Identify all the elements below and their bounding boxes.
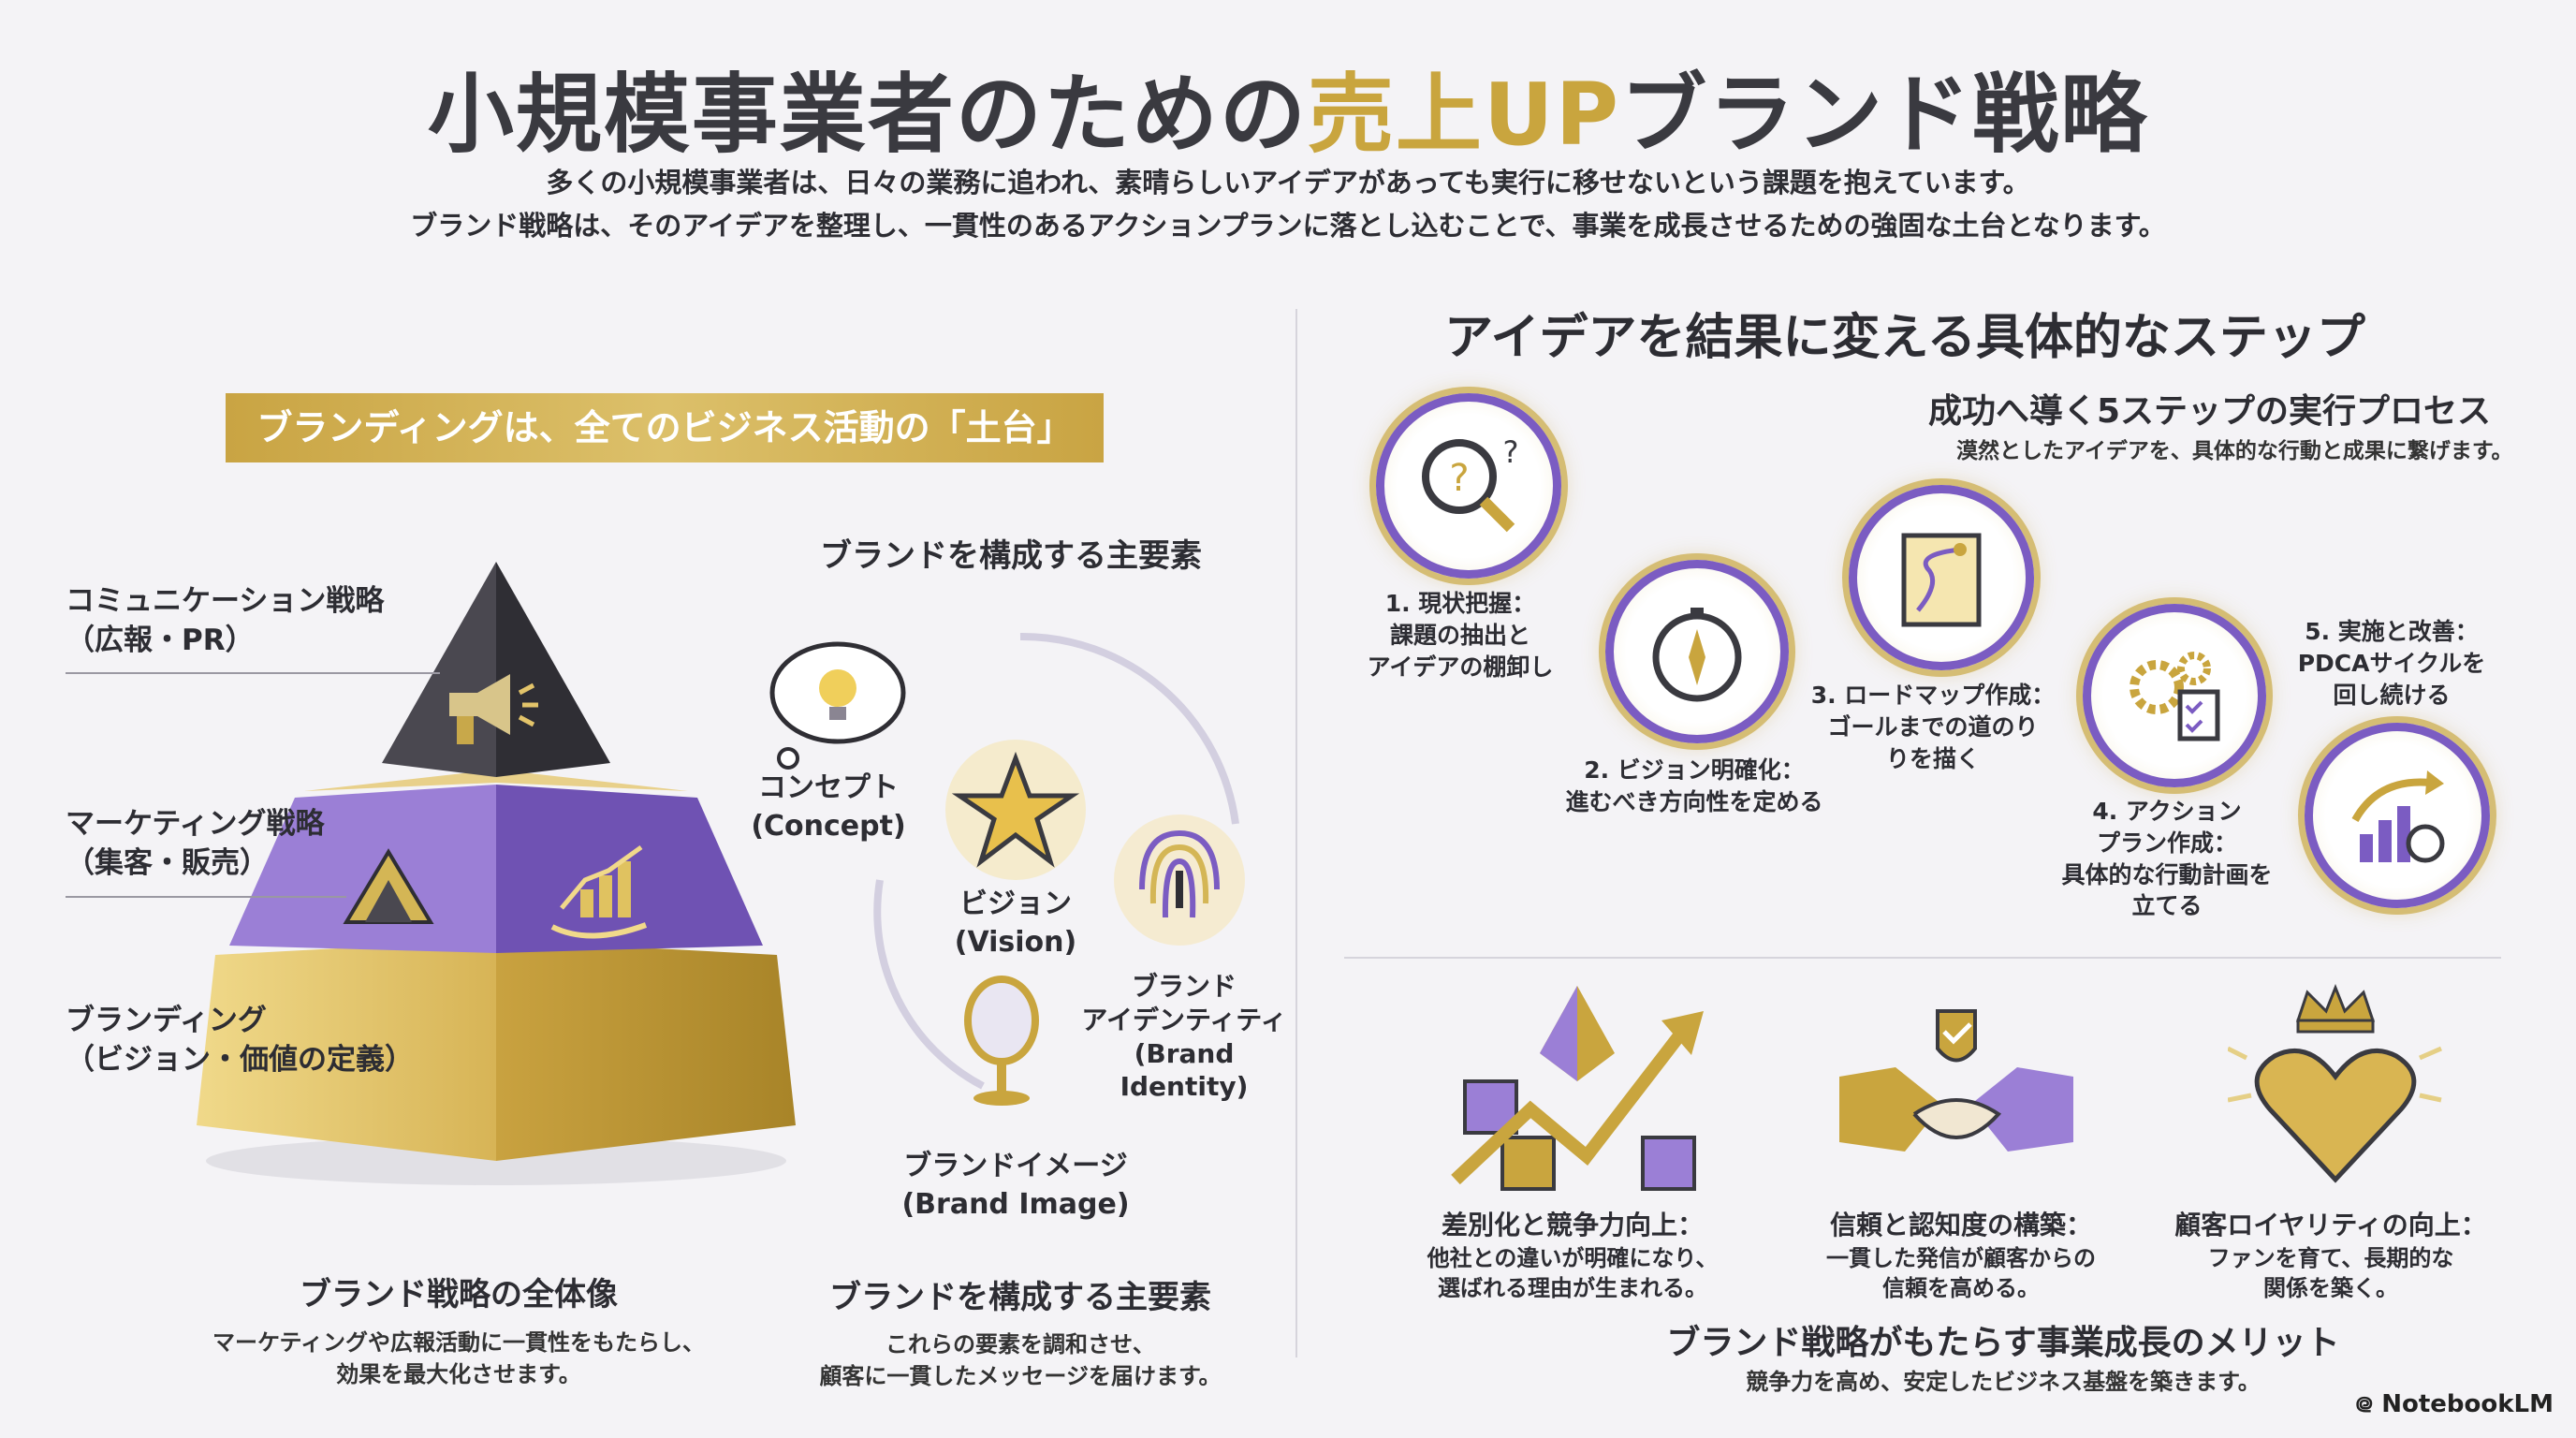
- steps-heading: アイデアを結果に変える具体的なステップ: [1444, 310, 2365, 366]
- crown-heart-icon: [2228, 983, 2442, 1183]
- process-subtitle: 漠然としたアイデアを、具体的な行動と成果に繋げます。: [1956, 439, 2513, 463]
- page-title: 小規模事業者のための売上UPブランド戦略: [0, 45, 2576, 169]
- magnifier-question-icon: ??: [1422, 434, 1519, 533]
- element-brand-identity: ブランドアイデンティティ(Brand Identity): [1081, 971, 1287, 1103]
- growth-arrow-icon: [1451, 986, 1704, 1191]
- benefit-1: 差別化と競争力向上：他社との違いが明確になり、選ばれる理由が生まれる。: [1427, 1210, 1719, 1302]
- pyramid-tier-branding-left: [197, 940, 496, 1161]
- chart-hand-icon: [550, 844, 648, 939]
- fingerprint-icon: [1114, 814, 1245, 946]
- handshake-icon: [1839, 1009, 2073, 1152]
- pyramid-caption-text: マーケティングや広報活動に一貫性をもたらし、効果を最大化させます。: [212, 1329, 706, 1387]
- element-brand-image: ブランドイメージ(Brand Image): [901, 1150, 1130, 1221]
- svg-text:?: ?: [1503, 434, 1519, 470]
- title-prefix: 小規模事業者のための: [427, 65, 1308, 165]
- title-highlight: 売上UP: [1307, 65, 1621, 165]
- step-3-label: 3. ロードマップ作成：ゴールまでの道のりりを描く: [1810, 682, 2056, 772]
- step-4-label: 4. アクションプラン作成：具体的な行動計画を立てる: [2061, 798, 2273, 920]
- triangle-shapes-icon: [343, 848, 434, 924]
- elements-caption-title: ブランドを構成する主要素: [829, 1279, 1211, 1316]
- step-5-label: 5. 実施と改善：PDCAサイクルを回し続ける: [2297, 618, 2486, 709]
- step-5-circle: [2305, 723, 2490, 908]
- pyramid-tier-branding-right: [496, 940, 796, 1161]
- benefits-caption-title: ブランド戦略がもたらす事業成長のメリット: [1666, 1324, 2340, 1362]
- element-concept: コンセプト(Concept): [751, 771, 906, 843]
- lightbulb-cloud-icon: [769, 641, 906, 770]
- brand-pyramid: [197, 562, 796, 1185]
- step-1-label: 1. 現状把握：課題の抽出とアイデアの棚卸し: [1367, 590, 1554, 681]
- element-vision: ビジョン(Vision): [954, 888, 1077, 959]
- gears-checklist-icon: [2130, 652, 2220, 741]
- growth-target-icon: [2351, 770, 2445, 863]
- svg-text:?: ?: [1449, 457, 1469, 500]
- benefit-2: 信頼と認知度の構築：一貫した発信が顧客からの信頼を高める。: [1826, 1210, 2096, 1302]
- pyramid-label-communication: コミュニケーション戦略（広報・PR）: [66, 584, 385, 657]
- pyramid-tier-communication-right: [496, 562, 610, 777]
- compass-icon: [1652, 608, 1742, 702]
- pyramid-caption-title: ブランド戦略の全体像: [300, 1276, 618, 1313]
- pyramid-tier-communication-left: [382, 562, 496, 777]
- logo-icon: ᪤: [2355, 1390, 2382, 1418]
- step-2-label: 2. ビジョン明確化：進むべき方向性を定める: [1565, 756, 1823, 815]
- pyramid-tier-marketing-left: [229, 785, 496, 953]
- leader-line-1: [66, 672, 440, 674]
- roadmap-icon: [1901, 533, 1982, 627]
- pyramid-label-marketing: マーケティング戦略（集客・販売）: [66, 807, 325, 880]
- pyramid-label-branding: ブランディング（ビジョン・価値の定義）: [66, 1004, 414, 1077]
- benefit-3: 顧客ロイヤリティの向上：ファンを育て、長期的な関係を築く。: [2174, 1210, 2487, 1302]
- foundation-banner: ブランディングは、全てのビジネス活動の「土台」: [226, 393, 1104, 462]
- subtitle-line-2: ブランド戦略は、そのアイデアを整理し、一貫性のあるアクションプランに落とし込むこ…: [410, 210, 2166, 242]
- megaphone-icon: [449, 674, 538, 744]
- leader-line-2: [66, 896, 346, 898]
- elements-caption-text: これらの要素を調和させ、顧客に一貫したメッセージを届けます。: [819, 1331, 1222, 1389]
- step-4-circle: [2083, 604, 2266, 787]
- notebooklm-logo: ᪤ NotebookLM: [2355, 1390, 2554, 1418]
- benefits-caption-text: 競争力を高め、安定したビジネス基盤を築きます。: [1746, 1369, 2261, 1395]
- subtitle-line-1: 多くの小規模事業者は、日々の業務に追われ、素晴らしいアイデアがあっても実行に移せ…: [546, 167, 2030, 198]
- step-3-circle: [1849, 485, 2034, 670]
- step-1-circle: ??: [1376, 393, 1561, 579]
- mirror-icon: [964, 976, 1039, 1106]
- process-title: 成功へ導く5ステップの実行プロセス: [1928, 392, 2492, 431]
- star-icon: [945, 740, 1086, 880]
- elements-heading: ブランドを構成する主要素: [820, 537, 1202, 575]
- vertical-divider: [1295, 309, 1297, 1357]
- step-2-circle: [1605, 560, 1789, 743]
- elements-orbit: [769, 632, 1245, 1106]
- title-suffix: ブランド戦略: [1620, 65, 2149, 165]
- horizontal-divider: [1344, 957, 2501, 959]
